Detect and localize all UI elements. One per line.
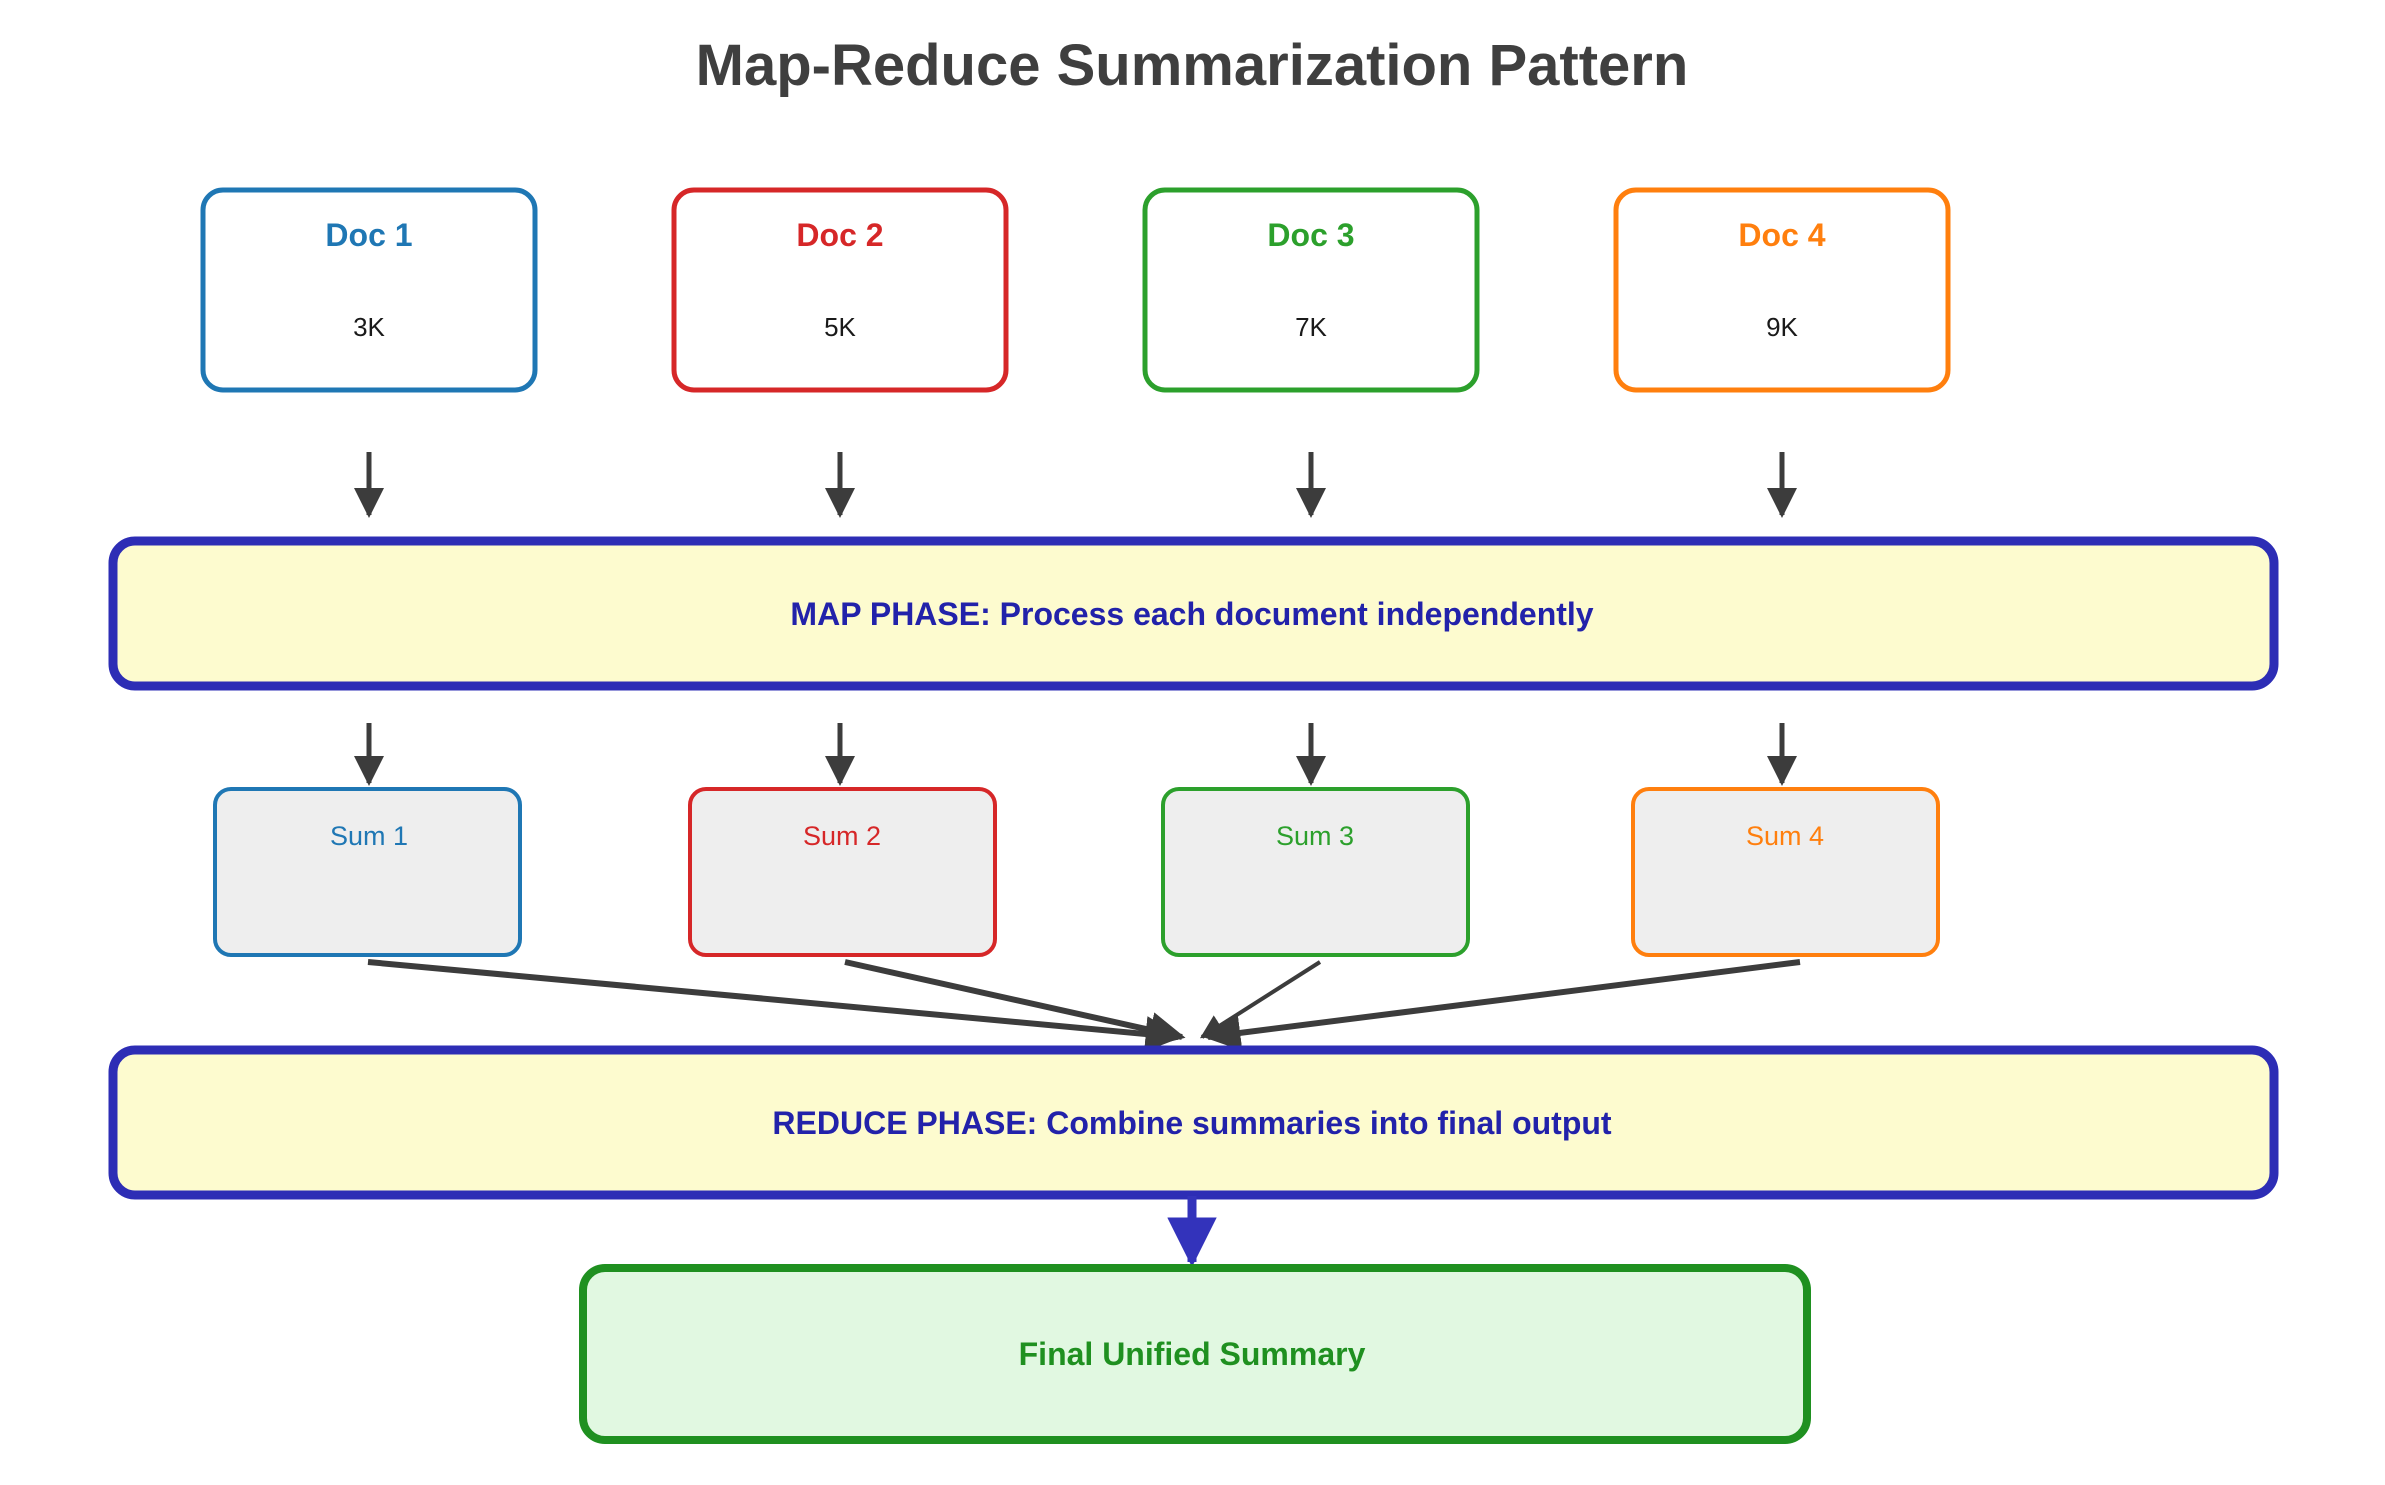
sum-3-rect[interactable] — [1161, 787, 1470, 957]
doc-2-rect[interactable] — [671, 187, 1009, 393]
document-box-2[interactable]: Doc 2 5K — [671, 187, 1009, 393]
sum-2-rect[interactable] — [688, 787, 997, 957]
summary-box-1[interactable]: Sum 1 — [213, 787, 522, 957]
doc-2-size: 5K — [824, 312, 856, 342]
doc-3-label: Doc 3 — [1267, 217, 1354, 253]
sum-3-label: Sum 3 — [1276, 821, 1354, 851]
doc-4-rect[interactable] — [1613, 187, 1951, 393]
sum-4-rect[interactable] — [1631, 787, 1940, 957]
arrow-sum1-to-reduce — [367, 959, 1182, 1052]
sum-to-reduce-arrows — [367, 959, 1801, 1052]
doc-3-size: 7K — [1295, 312, 1327, 342]
summary-box-4[interactable]: Sum 4 — [1631, 787, 1940, 957]
reduce-phase-band[interactable]: REDUCE PHASE: Combine summaries into fin… — [108, 1045, 2279, 1200]
map-phase-label: MAP PHASE: Process each document indepen… — [790, 596, 1593, 632]
final-output-box[interactable]: Final Unified Summary — [579, 1264, 1811, 1444]
map-phase-rect[interactable] — [108, 536, 2279, 691]
summary-box-2[interactable]: Sum 2 — [688, 787, 997, 957]
arrow-sum4-to-reduce — [1204, 959, 1801, 1051]
final-output-rect[interactable] — [579, 1264, 1811, 1444]
doc-2-label: Doc 2 — [796, 217, 883, 253]
doc-1-label: Doc 1 — [325, 217, 412, 253]
arrow-sum2-to-reduce — [844, 959, 1186, 1048]
document-box-4[interactable]: Doc 4 9K — [1613, 187, 1951, 393]
map-phase-band[interactable]: MAP PHASE: Process each document indepen… — [108, 536, 2279, 691]
sum-1-rect[interactable] — [213, 787, 522, 957]
final-output-label: Final Unified Summary — [1019, 1336, 1366, 1372]
sum-1-label: Sum 1 — [330, 821, 408, 851]
doc-4-label: Doc 4 — [1738, 217, 1825, 253]
document-box-3[interactable]: Doc 3 7K — [1142, 187, 1480, 393]
doc-1-size: 3K — [353, 312, 385, 342]
reduce-phase-label: REDUCE PHASE: Combine summaries into fin… — [772, 1105, 1612, 1141]
doc-1-rect[interactable] — [200, 187, 538, 393]
document-box-1[interactable]: Doc 1 3K — [200, 187, 538, 393]
map-to-sum-arrows — [354, 723, 1797, 786]
sum-4-label: Sum 4 — [1746, 821, 1824, 851]
reduce-phase-rect[interactable] — [108, 1045, 2279, 1200]
doc-to-map-arrows — [354, 452, 1797, 518]
summary-box-3[interactable]: Sum 3 — [1161, 787, 1470, 957]
doc-4-size: 9K — [1766, 312, 1798, 342]
page-title: Map-Reduce Summarization Pattern — [696, 33, 1689, 98]
sum-2-label: Sum 2 — [803, 821, 881, 851]
doc-3-rect[interactable] — [1142, 187, 1480, 393]
